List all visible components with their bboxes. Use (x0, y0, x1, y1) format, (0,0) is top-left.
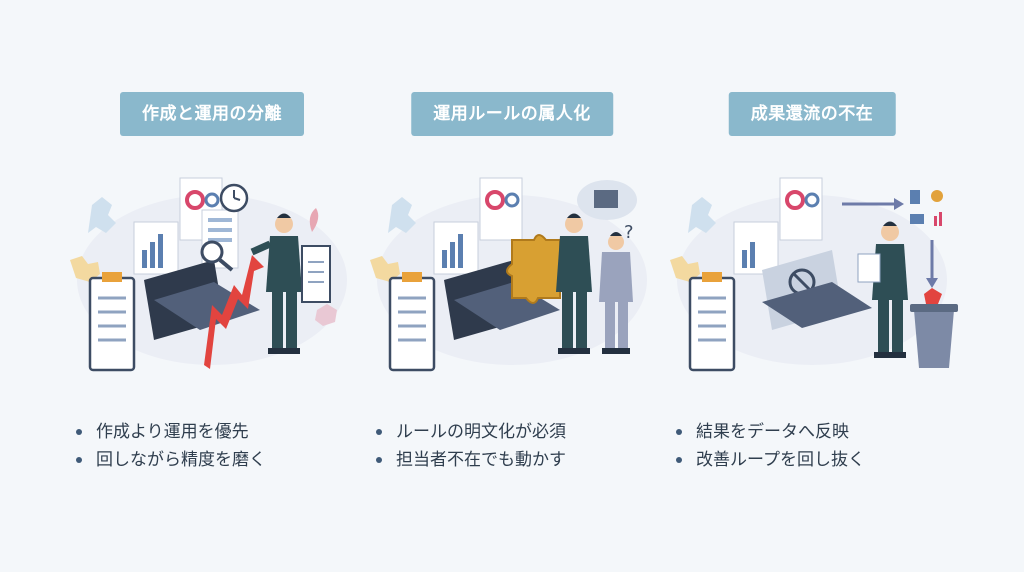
column-creation-operation: 作成と運用の分離 (62, 0, 362, 572)
list-item: 担当者不在でも動かす (372, 446, 566, 474)
businessman-head (275, 215, 293, 233)
column-rule-dependency: 運用ルールの属人化 ? (362, 0, 662, 572)
magnifier-icon (200, 240, 224, 264)
bullet-list: 結果をデータへ反映 改善ループを回し抜く (672, 418, 865, 474)
colleague-body (599, 252, 633, 302)
donut-chart-icon (785, 190, 805, 210)
donut-chart-icon (804, 192, 820, 208)
list-item: 作成より運用を優先 (72, 418, 266, 446)
donut-chart-icon (485, 190, 505, 210)
businessman-head (565, 215, 583, 233)
column-title: 作成と運用の分離 (120, 92, 304, 136)
list-item: ルールの明文化が必須 (372, 418, 566, 446)
rising-arrow-icon (204, 255, 264, 369)
clipboard-icon (88, 276, 136, 372)
discarded-paper-icon (924, 288, 942, 304)
donut-chart-icon (204, 192, 220, 208)
column-title: 運用ルールの属人化 (411, 92, 613, 136)
discarded-results-illustration (670, 177, 958, 372)
businessman-body (872, 244, 908, 300)
puzzle-piece-icon (70, 256, 100, 282)
puzzle-piece-icon (388, 197, 416, 233)
list-item: 結果をデータへ反映 (672, 418, 865, 446)
bar-chart-icon (934, 216, 937, 226)
dashboard-board (479, 177, 523, 241)
donut-chart-icon (504, 192, 520, 208)
report-paper-icon (857, 253, 881, 283)
column-title: 成果還流の不在 (728, 92, 896, 136)
dashboard-board (779, 177, 823, 241)
businessman-body (556, 236, 592, 292)
bullet-list: ルールの明文化が必須 担当者不在でも動かす (372, 418, 566, 474)
puzzle-transfer-illustration: ? (370, 177, 647, 372)
clipboard-icon (688, 276, 736, 372)
businessman-body (266, 236, 302, 292)
laptop-keyboard (762, 282, 872, 328)
puzzle-piece-icon (506, 234, 566, 304)
handshake-icon (931, 190, 943, 202)
svg-text:?: ? (624, 222, 634, 243)
list-item: 回しながら精度を磨く (72, 446, 266, 474)
puzzle-piece-icon (315, 304, 337, 326)
analyst-chart-illustration (70, 177, 347, 372)
puzzle-piece-icon (88, 197, 116, 233)
list-item: 改善ループを回し抜く (672, 446, 865, 474)
manual-book-icon (594, 190, 618, 208)
plant-icon (309, 208, 319, 232)
businessman-head (881, 223, 899, 241)
donut-chart-icon (185, 190, 205, 210)
puzzle-piece-icon (370, 256, 400, 282)
puzzle-piece-icon (688, 197, 716, 233)
trash-can-icon (914, 310, 954, 368)
phone-icon (910, 190, 920, 204)
puzzle-piece-icon (670, 256, 700, 282)
bullet-list: 作成より運用を優先 回しながら精度を磨く (72, 418, 266, 474)
mail-icon (910, 214, 924, 224)
column-no-feedback: 成果還流の不在 (662, 0, 962, 572)
clipboard-icon (388, 276, 436, 372)
colleague-head (608, 234, 624, 250)
